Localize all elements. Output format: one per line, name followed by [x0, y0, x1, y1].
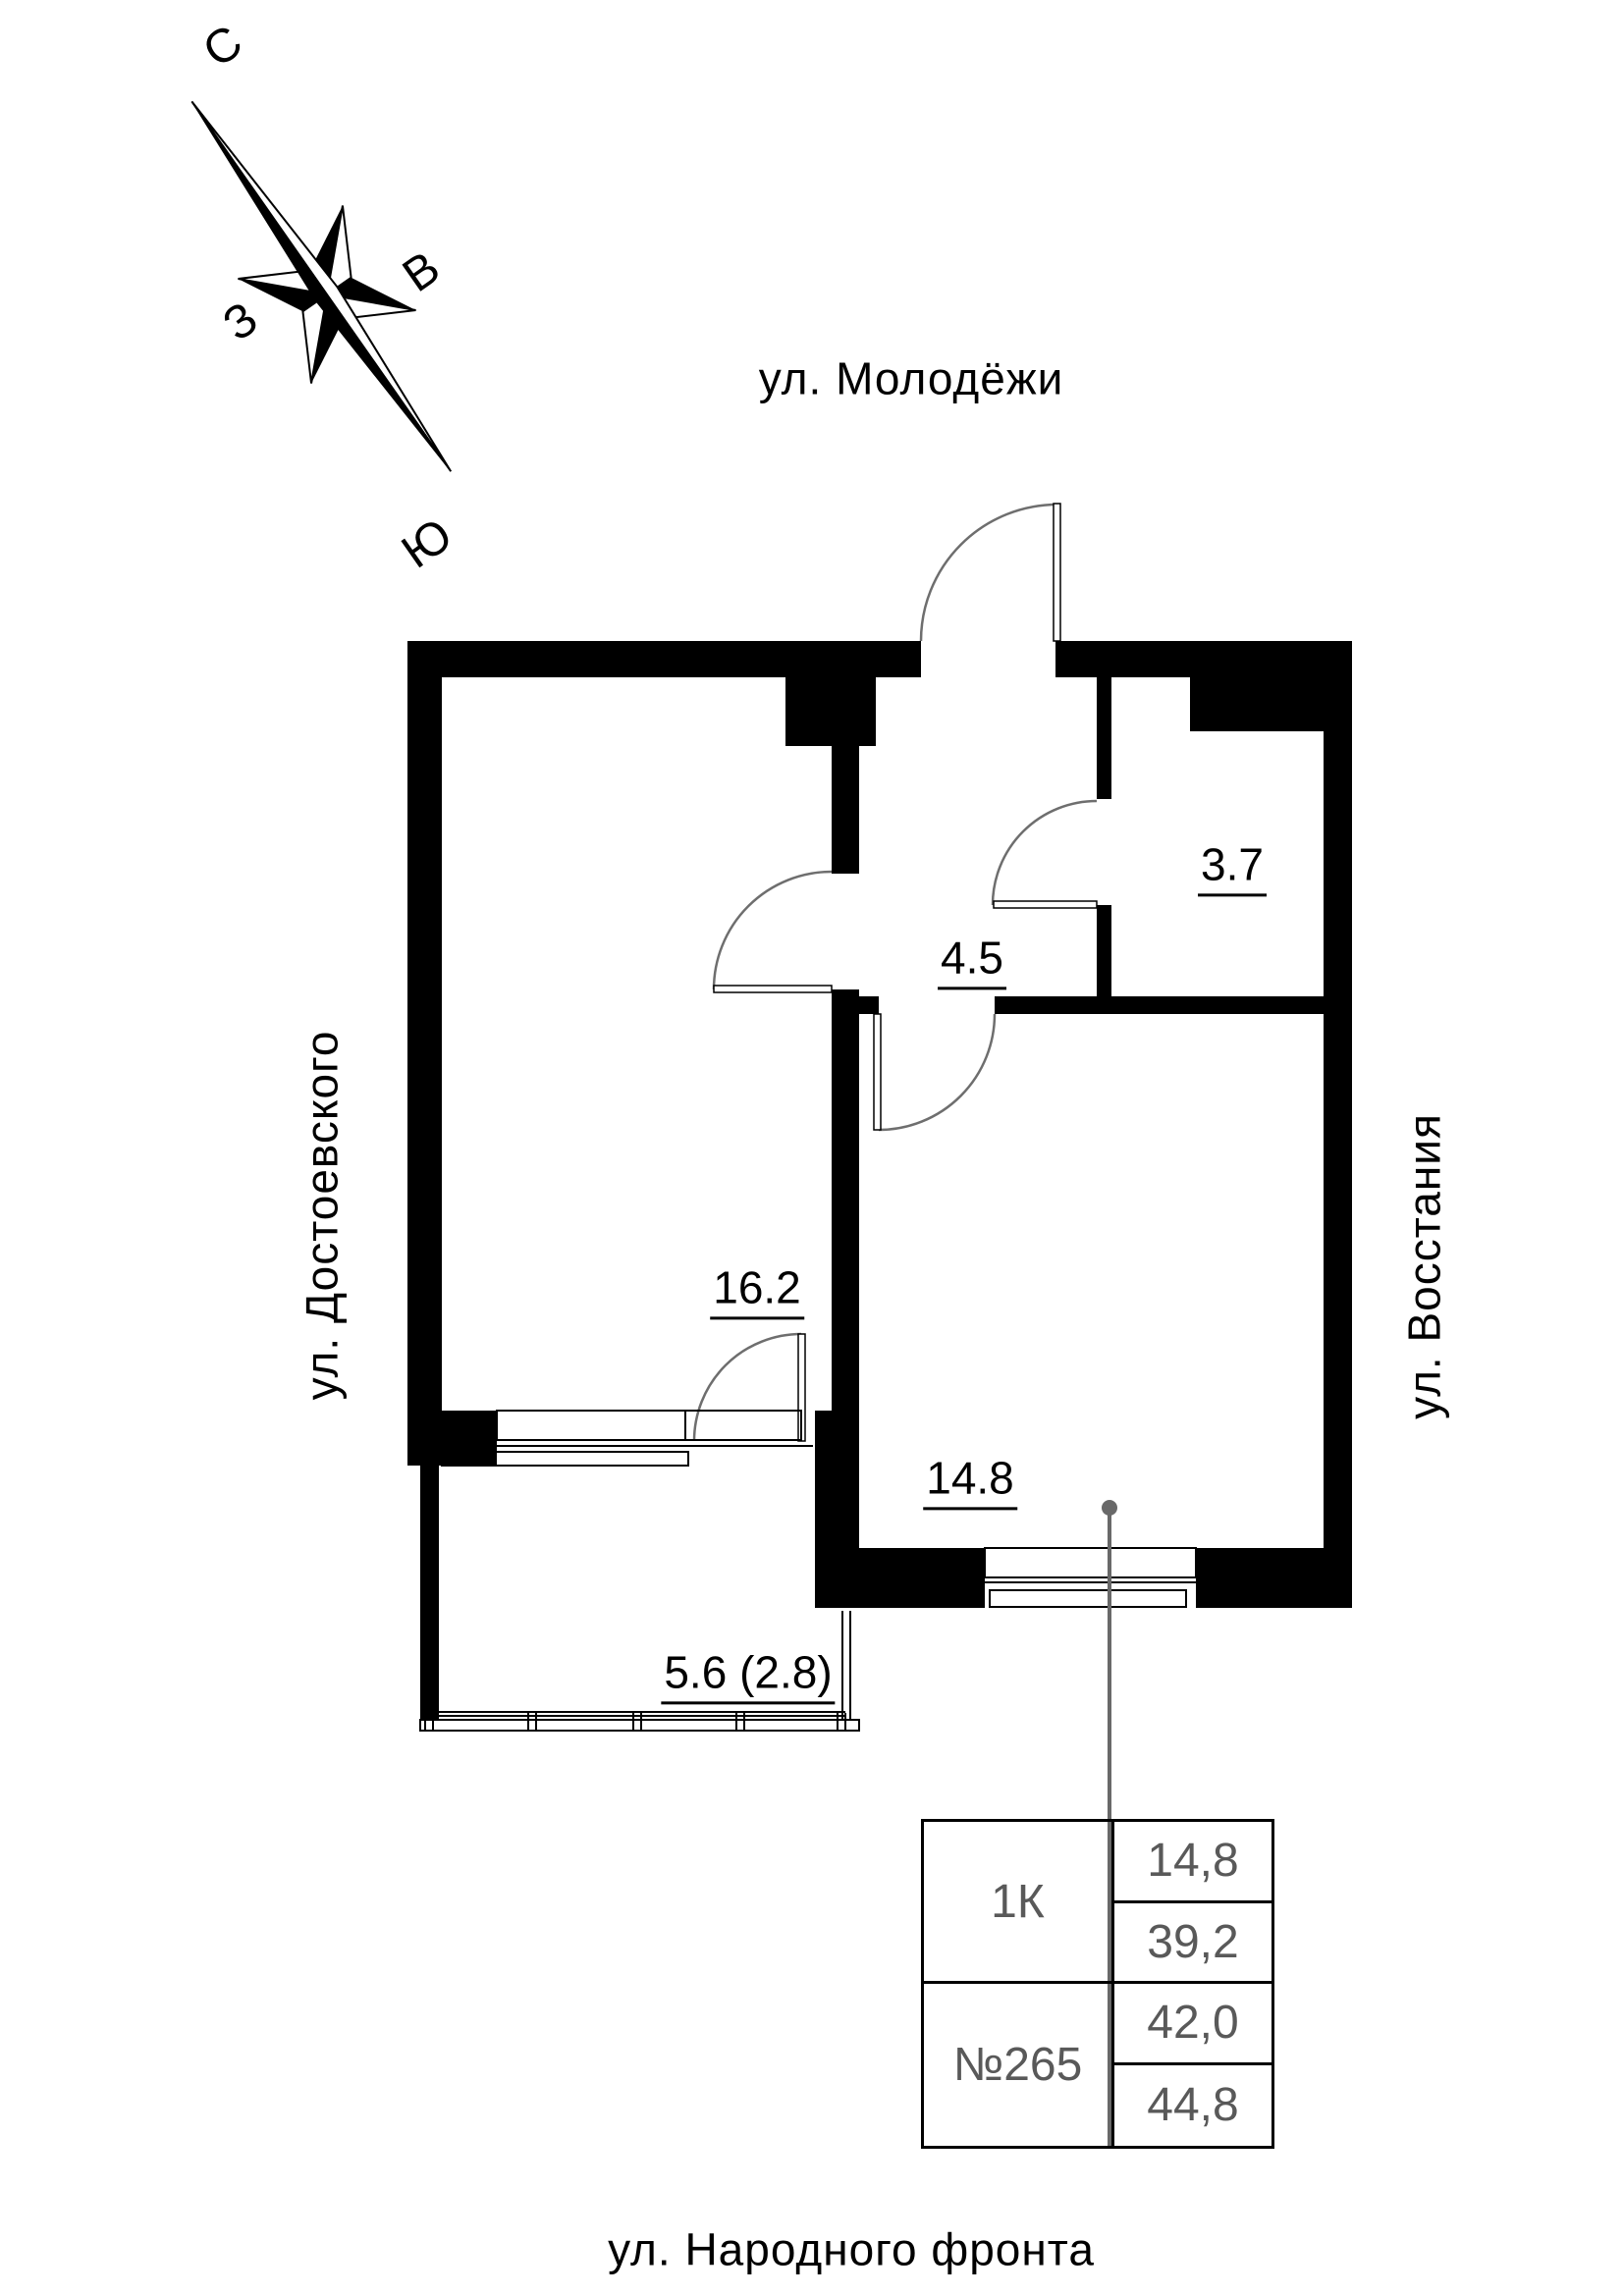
- wall-top-right: [1055, 641, 1352, 677]
- apartment-number-cell: №265: [924, 1984, 1114, 2146]
- room-label-kitchen: 14.8: [923, 1454, 1017, 1511]
- compass-north-label: С: [194, 16, 252, 78]
- apartment-type-cell: 1К: [924, 1822, 1114, 1984]
- wall-left: [407, 641, 442, 1466]
- wall-top-left: [407, 641, 921, 677]
- living-room-door-arc: [712, 870, 833, 990]
- compass-west-label: З: [214, 293, 267, 351]
- windows: [441, 1410, 1203, 1608]
- street-label-left: ул. Достоевского: [296, 1030, 348, 1401]
- wall-bath-lower: [1097, 905, 1111, 996]
- balcony-glazing-band: [419, 1719, 860, 1732]
- street-label-top: ул. Молодёжи: [758, 352, 1064, 404]
- kitchen-door-arc: [878, 1013, 997, 1132]
- walls: [407, 641, 1352, 1721]
- room-label-balcony: 5.6 (2.8): [661, 1648, 836, 1705]
- wall-central-upper: [832, 677, 859, 874]
- balcony-inner-ledge: [441, 1451, 689, 1467]
- balcony-glazing-right: [841, 1611, 851, 1720]
- compass-rose-icon: С З В Ю: [190, 16, 461, 578]
- street-label-right: ул. Восстания: [1398, 1113, 1450, 1419]
- wall-window-stub-left: [407, 1411, 497, 1466]
- balcony-door-arc: [692, 1332, 802, 1442]
- kitchen-door-leaf: [873, 1013, 882, 1131]
- wall-kitchen-door-stub: [859, 996, 879, 1014]
- wall-bottom-left-of-window: [857, 1548, 985, 1608]
- room-label-bathroom: 3.7: [1198, 840, 1267, 897]
- wall-shaft: [1190, 677, 1324, 731]
- bathroom-door-arc: [991, 799, 1098, 906]
- info-table: 1К №265 14,8 39,2 42,0 44,8: [921, 1819, 1274, 2149]
- wall-pier: [785, 677, 876, 746]
- balcony-glazing: [419, 1611, 860, 1732]
- kitchen-window: [984, 1547, 1197, 1578]
- leader: [1102, 1500, 1117, 2146]
- kitchen-window-ledge: [989, 1589, 1187, 1608]
- street-label-bottom: ул. Народного фронта: [608, 2223, 1095, 2275]
- wall-bath-upper: [1097, 677, 1111, 799]
- compass-east-label: В: [394, 241, 450, 302]
- wall-central-lower: [832, 989, 859, 1411]
- compass-south-label: Ю: [393, 508, 461, 578]
- bathroom-door-leaf: [993, 900, 1098, 909]
- entry-door-arc: [919, 503, 1058, 642]
- area-extended-cell: 44,8: [1147, 2079, 1239, 2132]
- wall-bottom-right: [1196, 1548, 1352, 1608]
- wall-right: [1324, 677, 1352, 1548]
- wall-hall-kitchen: [995, 996, 1324, 1014]
- doors: [692, 503, 1098, 1442]
- living-room-door-leaf: [713, 985, 833, 993]
- room-label-living: 16.2: [710, 1263, 804, 1320]
- entry-door-leaf: [1053, 503, 1061, 642]
- room-label-hallway: 4.5: [938, 934, 1006, 990]
- area-usable-cell: 39,2: [1114, 1903, 1271, 1984]
- balcony-glazing-mullions: [424, 1713, 846, 1731]
- area-living-cell: 14,8: [1114, 1822, 1271, 1903]
- compass-needle: [190, 100, 453, 472]
- wall-balcony-left: [420, 1466, 439, 1721]
- leader-dot: [1102, 1500, 1117, 1516]
- wall-central-bottom: [815, 1411, 859, 1608]
- area-total-cell: 42,0: [1114, 1984, 1271, 2065]
- living-room-window: [496, 1410, 802, 1441]
